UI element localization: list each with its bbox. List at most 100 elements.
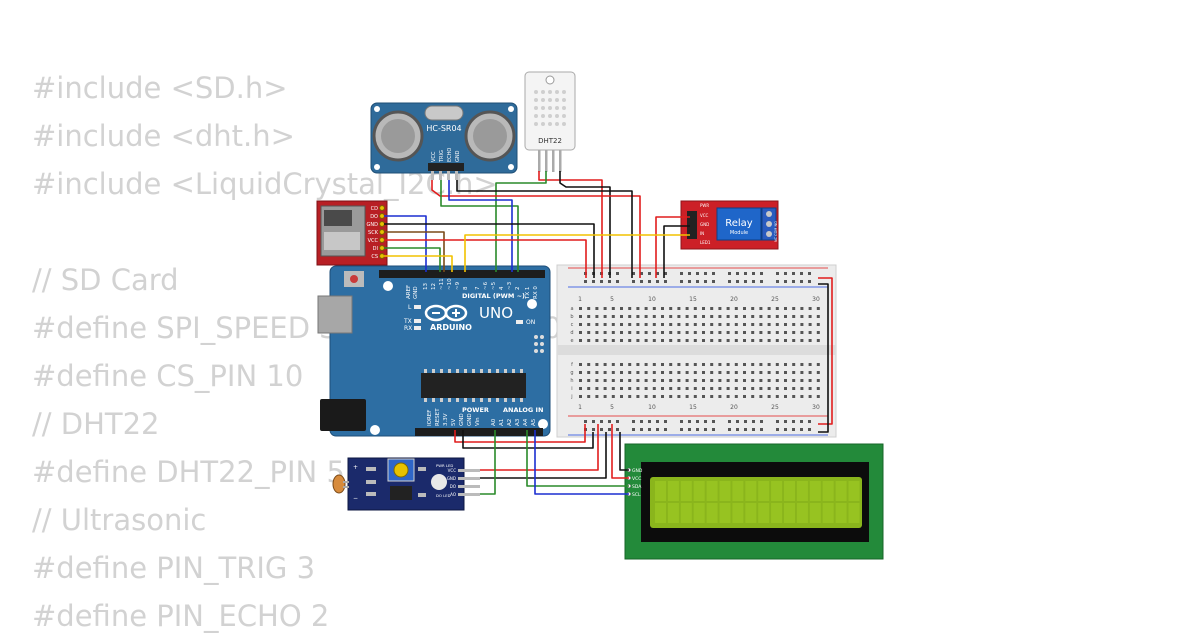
breadboard-hole [652, 307, 656, 310]
relay-module[interactable]: Relay Module PWR VCC GND IN LED1 NC COM … [680, 200, 779, 250]
breadboard-hole [767, 307, 771, 310]
breadboard-hole [669, 339, 673, 342]
relay-pin-gnd: GND [700, 222, 709, 227]
wire-lcd-gnd [619, 432, 629, 471]
power-pin-label: 3.3V [443, 413, 449, 426]
breadboard-hole [636, 331, 640, 334]
breadboard-hole [800, 387, 804, 390]
breadboard-hole [628, 371, 632, 374]
bb-col-label: 25 [771, 404, 779, 411]
breadboard-hole [608, 428, 611, 431]
breadboard-hole [743, 315, 746, 318]
breadboard-hole [693, 395, 697, 398]
breadboard-hole [759, 395, 763, 398]
breadboard-hole [743, 331, 746, 334]
breadboard-hole [587, 387, 591, 390]
breadboard-row-labels: a b c d e f g h i j [570, 306, 573, 400]
breadboard-hole [640, 272, 643, 275]
breadboard-hole [792, 280, 795, 283]
breadboard-hole [685, 387, 689, 390]
power-pin-label: GND [459, 413, 465, 426]
breadboard-hole [603, 331, 607, 334]
breadboard-hole [800, 339, 804, 342]
breadboard-hole [808, 280, 811, 283]
breadboard-hole [628, 323, 632, 326]
breadboard-hole [680, 272, 683, 275]
breadboard-hole [680, 280, 683, 283]
breadboard-hole [704, 280, 707, 283]
breadboard-hole [702, 323, 705, 326]
breadboard-hole [775, 371, 779, 374]
lcd-cell [693, 481, 705, 501]
breadboard-hole [636, 363, 640, 366]
lcd-pin-scl: SCL [632, 492, 641, 498]
breadboard-hole [759, 387, 763, 390]
breadboard-hole [712, 280, 715, 283]
breadboard-hole [592, 280, 595, 283]
breadboard-hole [767, 387, 771, 390]
relay-pin-pwr: PWR [700, 203, 709, 208]
breadboard-hole [644, 387, 648, 390]
breadboard-hole [751, 323, 755, 326]
arduino-uno-board[interactable]: AREF GND 13 12 ~11 ~10 ~9 8 7 ~6 ~5 4 ~3… [317, 265, 551, 437]
breadboard-hole [702, 379, 705, 382]
breadboard-hole [693, 387, 697, 390]
breadboard-hole [680, 420, 683, 423]
power-pin-label: Vin [475, 417, 481, 426]
breadboard-hole [776, 280, 779, 283]
dht22-sensor[interactable]: DHT22 [524, 71, 576, 172]
breadboard-hole [751, 315, 755, 318]
breadboard-hole [800, 371, 804, 374]
wire-relay-gnd [663, 225, 690, 278]
breadboard-hole [603, 371, 607, 374]
breadboard-hole [808, 339, 812, 342]
breadboard-hole [712, 428, 715, 431]
breadboard-hole [628, 395, 632, 398]
breadboard-hole [669, 395, 673, 398]
wire-us-gnd [456, 180, 633, 278]
lcd-pin-gnd: GND [632, 468, 643, 474]
digital-pin-label: RX 0 [533, 286, 539, 299]
breadboard-hole [775, 323, 779, 326]
ldr-pin-gnd: GND [447, 476, 456, 481]
breadboard-hole [661, 315, 664, 318]
sd-card-module[interactable]: CD DO GND SCK VCC DI CS [316, 200, 388, 266]
breadboard-hole [628, 315, 632, 318]
breadboard-hole [652, 323, 656, 326]
breadboard-hole [784, 280, 787, 283]
breadboard-hole [743, 387, 746, 390]
analog-pin-label: A0 [491, 418, 497, 426]
breadboard[interactable]: 1 5 10 15 20 25 30 1 5 10 15 20 25 30 a … [556, 264, 837, 438]
breadboard-hole [648, 280, 651, 283]
lcd-cell [771, 481, 783, 501]
ldr-light-sensor-module[interactable]: PWR LED DO LED VCC GND DO AO + − [332, 457, 480, 511]
breadboard-hole [595, 379, 599, 382]
lcd-cell [719, 481, 731, 501]
wire-ldr-vcc [480, 424, 599, 471]
hc-sr04-ultrasonic-sensor[interactable]: HC-SR04 VCC TRIG ECHO GND [370, 102, 518, 180]
breadboard-hole [726, 307, 730, 310]
wire-gnd [462, 430, 594, 449]
digital-pin-label: 7 [475, 286, 481, 290]
breadboard-hole [677, 395, 681, 398]
breadboard-hole [693, 307, 697, 310]
wire-us-vcc [431, 180, 641, 278]
breadboard-hole [743, 395, 746, 398]
breadboard-hole [664, 420, 667, 423]
code-line: #define DHT22_PIN 5 [32, 455, 345, 489]
digital-pin-label: ~3 [507, 281, 513, 290]
breadboard-hole [743, 379, 746, 382]
ldr-minus-icon: − [353, 495, 358, 502]
code-line: #include <dht.h> [32, 119, 295, 153]
lcd-16x2-i2c-display[interactable]: GND VCC SDA SCL [624, 443, 884, 560]
breadboard-hole [595, 339, 599, 342]
sd-pin-gnd: GND [367, 222, 379, 228]
breadboard-hole [736, 428, 739, 431]
breadboard-hole [592, 420, 595, 423]
breadboard-hole [728, 420, 731, 423]
breadboard-hole [792, 307, 796, 310]
bb-row-label: c [571, 322, 574, 328]
breadboard-hole [652, 379, 656, 382]
breadboard-hole [603, 339, 607, 342]
ldr-pin-ao: AO [450, 492, 456, 497]
